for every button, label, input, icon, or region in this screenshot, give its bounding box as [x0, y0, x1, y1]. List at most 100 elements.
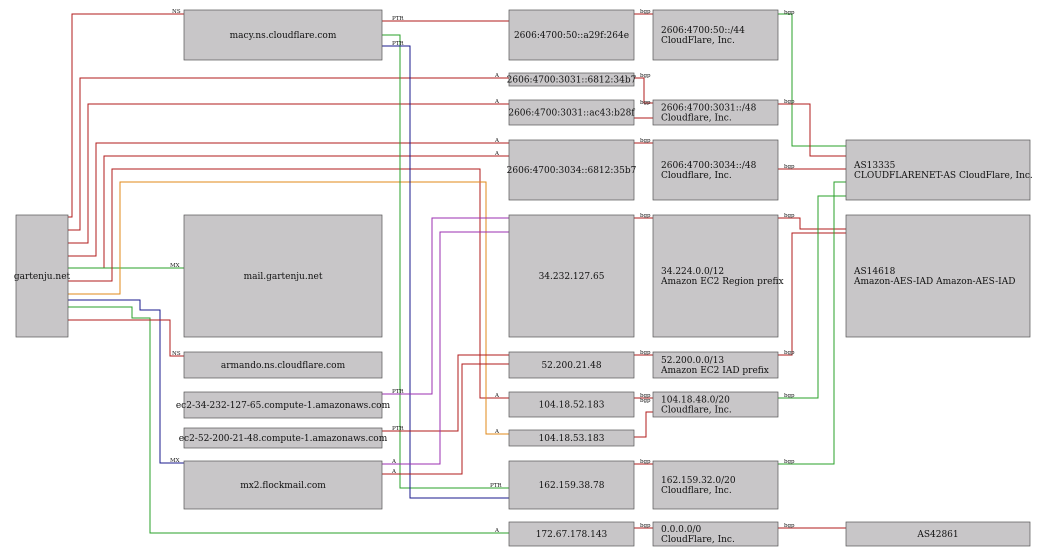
edge-macy-ip162	[382, 34, 509, 489]
node-label: Amazon EC2 Region prefix	[660, 277, 784, 287]
node-box	[183, 427, 383, 449]
node-ip6b[interactable]: 2606:4700:3031::6812:34b7	[507, 72, 637, 87]
node-gartenju[interactable]: gartenju.net	[14, 214, 71, 338]
node-box	[183, 214, 383, 338]
node-ip6a[interactable]: 2606:4700:50::a29f:264e	[508, 9, 635, 61]
node-label: 0.0.0.0/0	[661, 525, 702, 535]
node-ec2a[interactable]: ec2-34-232-127-65.compute-1.amazonaws.co…	[176, 391, 391, 419]
node-label: 34.232.127.65	[539, 272, 605, 282]
node-label: CLOUDFLARENET-AS CloudFlare, Inc.	[854, 171, 1033, 181]
edge-label: A	[494, 528, 500, 534]
edge-gartenju-ip6b	[68, 103, 509, 244]
edge-label: PTR	[392, 41, 404, 47]
node-macy[interactable]: macy.ns.cloudflare.com	[183, 9, 383, 61]
edge-label: bgp	[640, 138, 651, 144]
node-label: 2606:4700:50::a29f:264e	[514, 31, 629, 41]
node-label: 2606:4700:3034::/48	[661, 161, 757, 171]
node-label: Cloudflare, Inc.	[661, 114, 732, 124]
edge-label-layer: NSAAAAMXAAMXANSPTRPTRPTRPTRPTRAAbgpbgpbg…	[170, 9, 795, 534]
node-mx2[interactable]: mx2.flockmail.com	[183, 460, 383, 510]
edge-label: A	[494, 151, 500, 157]
node-label: 2606:4700:3031::6812:34b7	[507, 76, 637, 86]
node-label: 172.67.178.143	[536, 530, 608, 540]
node-label: AS14618	[853, 267, 896, 277]
edge-label: A	[494, 393, 500, 399]
node-label: AS42861	[916, 530, 958, 540]
node-box	[508, 72, 635, 87]
edge-gartenju-armando	[68, 319, 184, 357]
edge-label: bgp	[640, 9, 651, 15]
edge-label: PTR	[490, 483, 502, 489]
node-label: 162.159.32.0/20	[661, 476, 736, 486]
node-box	[845, 521, 1031, 547]
edge-label: bgp	[784, 213, 795, 219]
node-box	[183, 351, 383, 379]
edge-gartenju-mx2	[68, 299, 184, 464]
node-box	[652, 460, 779, 510]
node-label: mail.gartenju.net	[244, 272, 323, 282]
edge-gartenju-macy	[68, 13, 184, 218]
node-label: macy.ns.cloudflare.com	[230, 31, 337, 41]
edge-label: bgp	[640, 73, 651, 79]
node-label: AS13335	[853, 161, 896, 171]
node-ip162[interactable]: 162.159.38.78	[508, 460, 635, 510]
node-mail[interactable]: mail.gartenju.net	[183, 214, 383, 338]
edge-label: bgp	[640, 398, 651, 404]
edge-ip34-ec2a	[382, 217, 509, 395]
node-ip6c[interactable]: 2606:4700:3031::ac43:b28f	[508, 99, 635, 126]
edge-ip6b-pfx2	[634, 77, 653, 104]
node-label: ec2-52-200-21-48.compute-1.amazonaws.com	[179, 434, 388, 444]
node-ip52[interactable]: 52.200.21.48	[508, 351, 635, 379]
edge-label: bgp	[784, 99, 795, 105]
node-box	[508, 460, 635, 510]
node-box	[508, 214, 635, 338]
node-label: gartenju.net	[14, 272, 71, 282]
node-ec2b[interactable]: ec2-52-200-21-48.compute-1.amazonaws.com	[179, 427, 388, 449]
edge-label: A	[494, 99, 500, 105]
node-label: ec2-34-232-127-65.compute-1.amazonaws.co…	[176, 401, 391, 411]
node-box	[183, 391, 383, 419]
edge-label: bgp	[784, 164, 795, 170]
edge-pfx7-as13335	[778, 181, 846, 465]
node-box	[508, 391, 635, 418]
edge-label: bgp	[640, 523, 651, 529]
edge-label: PTR	[392, 16, 404, 22]
node-box	[845, 214, 1031, 338]
node-ip104b[interactable]: 104.18.53.183	[508, 429, 635, 447]
node-label: Cloudflare, Inc.	[661, 406, 732, 416]
node-armando[interactable]: armando.ns.cloudflare.com	[183, 351, 383, 379]
edge-pfx2-as13335	[778, 103, 846, 157]
node-as42861[interactable]: AS42861	[845, 521, 1031, 547]
edge-label: A	[391, 459, 397, 465]
edge-label: bgp	[784, 10, 795, 16]
edge-label: MX	[170, 263, 180, 269]
node-ip172[interactable]: 172.67.178.143	[508, 521, 635, 547]
node-label: 2606:4700:3031::/48	[661, 104, 757, 114]
edge-label: bgp	[784, 459, 795, 465]
node-label: 2606:4700:3034::6812:35b7	[507, 166, 637, 176]
node-box	[508, 351, 635, 379]
node-box	[652, 139, 779, 201]
edge-label: NS	[172, 351, 181, 357]
edge-label: bgp	[640, 459, 651, 465]
node-box	[652, 351, 779, 379]
node-box	[508, 429, 635, 447]
edge-macy-ip162	[382, 45, 509, 499]
node-label: Cloudflare, Inc.	[661, 171, 732, 181]
node-ip104a[interactable]: 104.18.52.183	[508, 391, 635, 418]
edge-gartenju-ip104b	[68, 181, 509, 435]
edge-pfx4-as14618	[778, 217, 846, 230]
node-ip6d[interactable]: 2606:4700:3034::6812:35b7	[507, 139, 637, 201]
edge-label: PTR	[392, 426, 404, 432]
node-ip34[interactable]: 34.232.127.65	[508, 214, 635, 338]
